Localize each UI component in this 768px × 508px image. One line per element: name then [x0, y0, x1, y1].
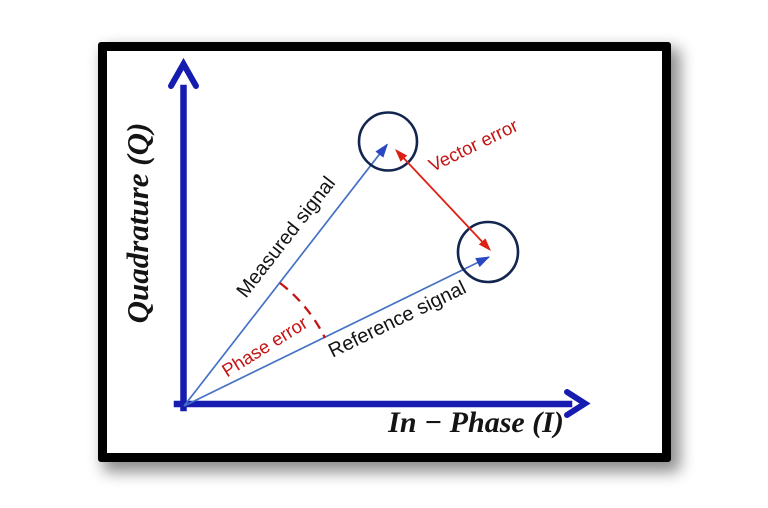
vector-error-arrow — [396, 150, 490, 250]
y-axis-label: Quadrature (Q) — [120, 123, 155, 324]
vector-error-arrowhead-bottom-icon — [478, 238, 491, 251]
iq-constellation-diagram: Quadrature (Q) In − Phase (I) Measured s… — [120, 57, 591, 439]
vector-error-arrowhead-top-icon — [395, 149, 408, 162]
measured-signal-label: Measured signal — [232, 173, 340, 302]
measured-signal-arrowhead-icon — [375, 143, 388, 158]
measured-point-circle — [357, 111, 419, 172]
reference-signal-vector — [183, 256, 490, 407]
x-axis-label: In − Phase (I) — [387, 406, 564, 439]
figure-frame: Quadrature (Q) In − Phase (I) Measured s… — [98, 42, 671, 462]
q-axis-arrowhead-icon — [168, 57, 199, 89]
i-axis-arrowhead-icon — [564, 389, 591, 418]
measured-signal-vector — [183, 143, 388, 407]
phase-error-arc — [279, 282, 327, 339]
reference-point-circle — [456, 220, 520, 284]
reference-signal-label: Reference signal — [325, 277, 470, 363]
phase-error-label: Phase error — [218, 312, 311, 381]
reference-signal-arrowhead-icon — [475, 256, 490, 268]
vector-error-label: Vector error — [425, 115, 521, 176]
